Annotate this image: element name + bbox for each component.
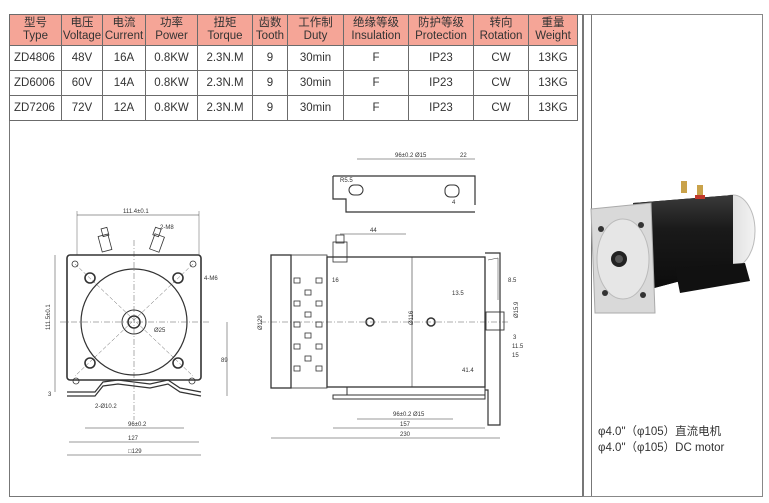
cell-tooth: 9: [252, 45, 288, 71]
dim-total-len: 230: [400, 432, 411, 438]
dim-s3: 15: [512, 353, 519, 359]
dim-right-height: 89: [221, 358, 228, 364]
cell-torque: 2.3N.M: [197, 95, 253, 121]
cell-power: 0.8KW: [145, 95, 198, 121]
cell-power: 0.8KW: [145, 70, 198, 96]
side-view: 44 16 Ø116 Ø129 13.5 41.4 8.: [258, 228, 524, 439]
dim-terminal-h: 16: [332, 278, 339, 284]
photo-frame: [582, 14, 763, 497]
dim-base-thk: 3: [48, 392, 52, 398]
table-row: ZD6006 60V 14A 0.8KW 2.3N.M 9 30min F IP…: [9, 70, 578, 96]
cell-voltage: 72V: [61, 95, 103, 121]
cell-torque: 2.3N.M: [197, 45, 253, 71]
dim-top-width: 111.4±0.1: [123, 209, 149, 215]
dim-slot: 2-Ø10.2: [95, 404, 117, 410]
cell-rotation: CW: [473, 45, 529, 71]
cell-current: 16A: [102, 45, 146, 71]
product-caption: φ4.0"（φ105）直流电机 φ4.0"（φ105）DC motor: [598, 424, 724, 456]
technical-drawings: 111.4±0.1 2-M8 4-M6 Ø25: [46, 153, 524, 456]
vent-slots: [293, 277, 323, 372]
dim-holes: 4-M6: [204, 276, 218, 282]
cell-rotation: CW: [473, 70, 529, 96]
cell-power: 0.8KW: [145, 45, 198, 71]
table-row: ZD7206 72V 12A 0.8KW 2.3N.M 9 30min F IP…: [9, 95, 578, 121]
bracket-view: 96±0.2 Ø15 22 R5.5 4: [332, 153, 476, 213]
caption-en: φ4.0"（φ105）DC motor: [598, 442, 725, 454]
dim-base-len: 157: [400, 422, 411, 428]
dim-end: 22: [460, 153, 467, 159]
dim-terminal: 2-M8: [160, 225, 174, 231]
dim-end-dia: Ø129: [258, 315, 264, 330]
dim-s1: 3: [513, 335, 517, 341]
dim-shaft: Ø25: [154, 328, 166, 334]
cell-torque: 2.3N.M: [197, 70, 253, 96]
caption-cn: φ4.0"（φ105）直流电机: [598, 426, 722, 438]
cell-tooth: 9: [252, 70, 288, 96]
cell-voltage: 48V: [61, 45, 103, 71]
dim-bottom-inner: 96±0.2: [128, 422, 147, 428]
cell-duty: 30min: [287, 70, 344, 96]
cell-weight: 13KG: [528, 70, 578, 96]
cell-insulation: F: [343, 45, 409, 71]
cell-type: ZD6006: [9, 70, 62, 96]
terminal-left: [97, 226, 113, 253]
cell-type: ZD7206: [9, 95, 62, 121]
cell-current: 12A: [102, 95, 146, 121]
dim-terminal-offset: 44: [370, 228, 377, 234]
dim-slot-w: 4: [452, 200, 456, 206]
cell-protection: IP23: [408, 95, 474, 121]
cell-weight: 13KG: [528, 95, 578, 121]
dim-bottom-mid: 127: [128, 436, 139, 442]
cell-type: ZD4806: [9, 45, 62, 71]
dim-slot-r: R5.5: [340, 178, 353, 184]
dim-d1: 13.5: [452, 291, 464, 297]
front-view: 111.4±0.1 2-M8 4-M6 Ø25: [46, 209, 228, 456]
terminal-icons: [681, 181, 705, 199]
cell-tooth: 9: [252, 95, 288, 121]
cell-duty: 30min: [287, 45, 344, 71]
dim-body-dia: Ø116: [409, 310, 415, 325]
cell-weight: 13KG: [528, 45, 578, 71]
table-row: ZD4806 48V 16A 0.8KW 2.3N.M 9 30min F IP…: [9, 45, 578, 71]
cell-insulation: F: [343, 95, 409, 121]
dim-slot-span: 96±0.2 Ø15: [395, 153, 427, 159]
dim-base-span: 96±0.2 Ø15: [393, 412, 425, 418]
dim-left-height: 111.5±0.1: [46, 304, 52, 330]
cell-duty: 30min: [287, 95, 344, 121]
cell-current: 14A: [102, 70, 146, 96]
cell-rotation: CW: [473, 95, 529, 121]
dim-flange: 8.5: [508, 278, 517, 284]
product-photo: [590, 181, 756, 314]
cell-voltage: 60V: [61, 70, 103, 96]
cell-protection: IP23: [408, 70, 474, 96]
dim-d2: 41.4: [462, 368, 474, 374]
cell-protection: IP23: [408, 45, 474, 71]
terminal-right: [149, 226, 165, 253]
dim-s2: 11.5: [512, 344, 524, 350]
dim-shaft: Ø15.9: [514, 301, 520, 318]
cell-insulation: F: [343, 70, 409, 96]
dim-bottom-outer: □129: [128, 449, 142, 455]
